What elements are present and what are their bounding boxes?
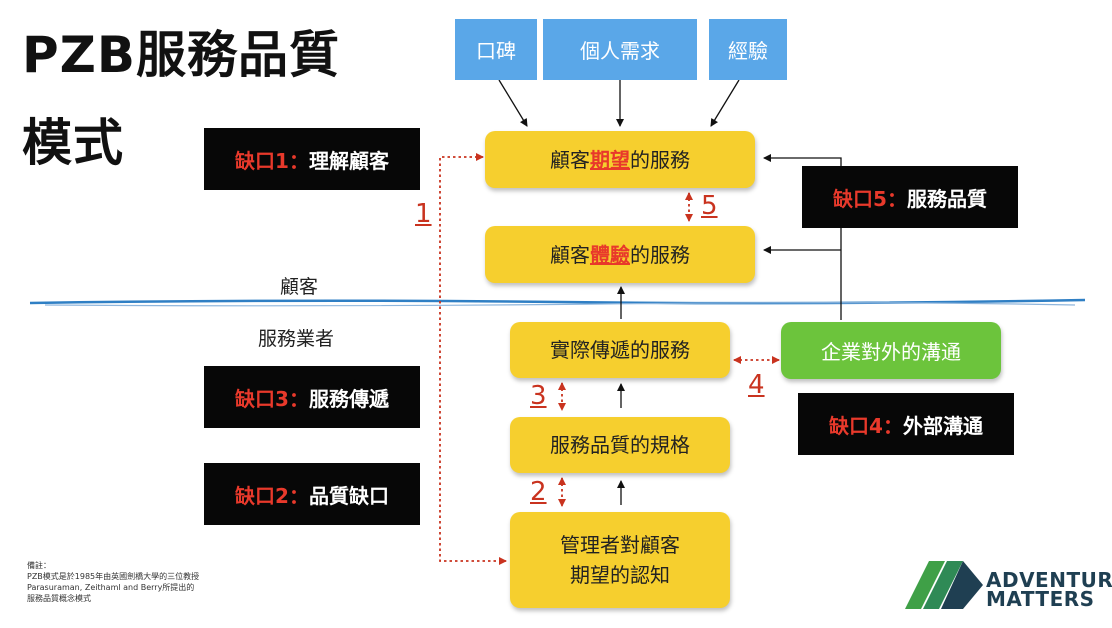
gap3-text: 服務傳遞: [308, 386, 389, 411]
gap1-text: 理解顧客: [308, 148, 389, 173]
gap-number-5: 5: [701, 191, 718, 221]
source-word-of-mouth: 口碑: [455, 19, 537, 80]
external-communication-box: 企業對外的溝通: [781, 322, 1001, 379]
gap3-label: 缺口3：服務傳遞: [204, 366, 420, 428]
gap2-text: 品質缺口: [308, 483, 389, 508]
gap-number-2: 2: [530, 477, 547, 507]
gap5-label: 缺口5：服務品質: [802, 166, 1018, 228]
zone-customer-label: 顧客: [280, 276, 319, 298]
perceived-service-box: 顧客體驗的服務: [485, 226, 755, 283]
footnote: 備註： PZB模式是於1985年由英國劍橋大學的三位教授 Parasuraman…: [27, 560, 199, 604]
expected-service-prefix: 顧客: [550, 147, 590, 172]
perceived-service-emphasis: 體驗: [590, 242, 630, 267]
gap1-sep: ：: [288, 148, 309, 173]
service-specs-box: 服務品質的規格: [510, 417, 730, 473]
gap-number-4: 4: [748, 370, 765, 400]
customer-provider-divider: [29, 298, 1086, 307]
management-perception-line1: 管理者對顧客: [560, 533, 680, 557]
gap5-text: 服務品質: [906, 186, 987, 211]
adventure-matters-logo-icon: [905, 561, 983, 609]
gap4-text: 外部溝通: [902, 413, 983, 438]
perceived-service-suffix: 的服務: [630, 242, 690, 267]
gap3-sep: ：: [288, 386, 309, 411]
source-past-experience: 經驗: [709, 19, 787, 80]
zone-provider-label: 服務業者: [258, 328, 335, 350]
arrow-experience-to-expected: [710, 79, 740, 127]
gap-number-1: 1: [415, 199, 432, 229]
gap4-sep: ：: [882, 413, 903, 438]
footnote-line2: PZB模式是於1985年由英國劍橋大學的三位教授: [27, 572, 200, 581]
expected-service-suffix: 的服務: [630, 147, 690, 172]
expected-service-box: 顧客期望的服務: [485, 131, 755, 188]
gap5-key: 缺口5: [833, 186, 887, 211]
expected-service-emphasis: 期望: [590, 147, 630, 172]
footnote-line3: Parasuraman, Zeithaml and Berry所提出的: [27, 583, 195, 592]
gap5-sep: ：: [886, 186, 907, 211]
arrow-wom-to-expected: [498, 79, 528, 127]
source-personal-needs: 個人需求: [543, 19, 697, 80]
gap4-key: 缺口4: [829, 413, 883, 438]
gap-number-3: 3: [530, 381, 547, 411]
management-perception-line2: 期望的認知: [570, 563, 670, 587]
perceived-service-prefix: 顧客: [550, 242, 590, 267]
gap2-label: 缺口2：品質缺口: [204, 463, 420, 525]
gap1-key: 缺口1: [235, 148, 289, 173]
brand-line2: MATTERS: [986, 587, 1095, 611]
management-perception-box: 管理者對顧客 期望的認知: [510, 512, 730, 608]
service-delivery-box: 實際傳遞的服務: [510, 322, 730, 378]
page-title-line2: 模式: [22, 114, 124, 172]
footnote-line1: 備註：: [27, 561, 51, 570]
service-specs-label: 服務品質的規格: [550, 433, 690, 457]
gap4-label: 缺口4：外部溝通: [798, 393, 1014, 455]
footnote-line4: 服務品質概念模式: [27, 594, 91, 603]
brand-line1: ADVENTURE: [986, 568, 1112, 592]
gap2-key: 缺口2: [235, 483, 289, 508]
gap1-label: 缺口1：理解顧客: [204, 128, 420, 190]
gap2-sep: ：: [288, 483, 309, 508]
arrow-external-to-expected: [763, 154, 842, 320]
gap3-key: 缺口3: [235, 386, 289, 411]
gap1-connector: [439, 153, 507, 565]
brand-wordmark: ADVENTURE MATTERS: [986, 568, 1112, 611]
page-title-line1: PZB服務品質: [22, 26, 341, 84]
